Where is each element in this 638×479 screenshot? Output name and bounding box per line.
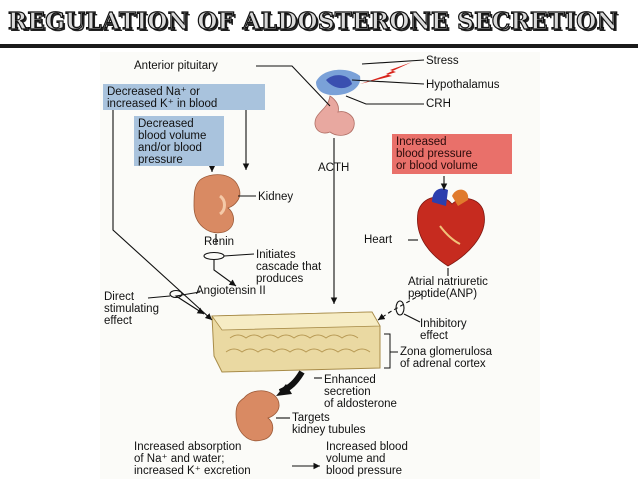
pituitary-shape	[314, 95, 355, 136]
initiates-label: Initiates cascade that produces	[256, 249, 322, 285]
zona-bracket	[384, 333, 398, 369]
title-rule	[0, 44, 638, 48]
heart-shape	[417, 188, 485, 267]
increased-absorption-label: Increased absorption of Na⁺ and water; i…	[134, 441, 251, 477]
stress-lightning-icon	[360, 62, 412, 84]
increased-blood-label: Increased blood volume and blood pressur…	[326, 441, 408, 477]
decreased-na-box: Decreased Na⁺ or increased K⁺ in blood	[103, 84, 265, 110]
anterior-pituitary-label: Anterior pituitary	[134, 60, 218, 72]
angiotensin-label: Angiotensin II	[196, 285, 266, 297]
adrenal-cortex-shape	[211, 311, 381, 373]
title-bar: REGULATION OF ALDOSTERONE SECRETION	[0, 0, 638, 48]
kidney-label: Kidney	[258, 191, 294, 203]
zona-label: Zona glomerulosa of adrenal cortex	[400, 346, 493, 370]
kidney-target-shape	[235, 390, 280, 442]
stress-label: Stress	[426, 55, 459, 67]
kidney-shape	[193, 174, 241, 234]
hypothalamus-label: Hypothalamus	[426, 79, 500, 91]
increased-pressure-box: Increased blood pressure or blood volume	[392, 134, 512, 174]
hypothalamus-shape	[316, 69, 361, 96]
inhibitory-label: Inhibitory effect	[420, 318, 467, 342]
renin-label: Renin	[204, 236, 235, 248]
enhanced-label: Enhanced secretion of aldosterone	[324, 374, 397, 410]
anp-label: Atrial natriuretic peptide(ANP)	[408, 276, 488, 300]
targets-label: Targets kidney tubules	[292, 412, 366, 436]
decreased-volume-box: Decreased blood volume and/or blood pres…	[134, 116, 224, 166]
crh-label: CRH	[426, 98, 451, 110]
acth-label: ACTH	[318, 162, 350, 174]
direct-effect-label: Direct stimulating effect	[104, 291, 159, 327]
heart-label: Heart	[364, 234, 393, 246]
slide-title: REGULATION OF ALDOSTERONE SECRETION	[7, 7, 618, 35]
